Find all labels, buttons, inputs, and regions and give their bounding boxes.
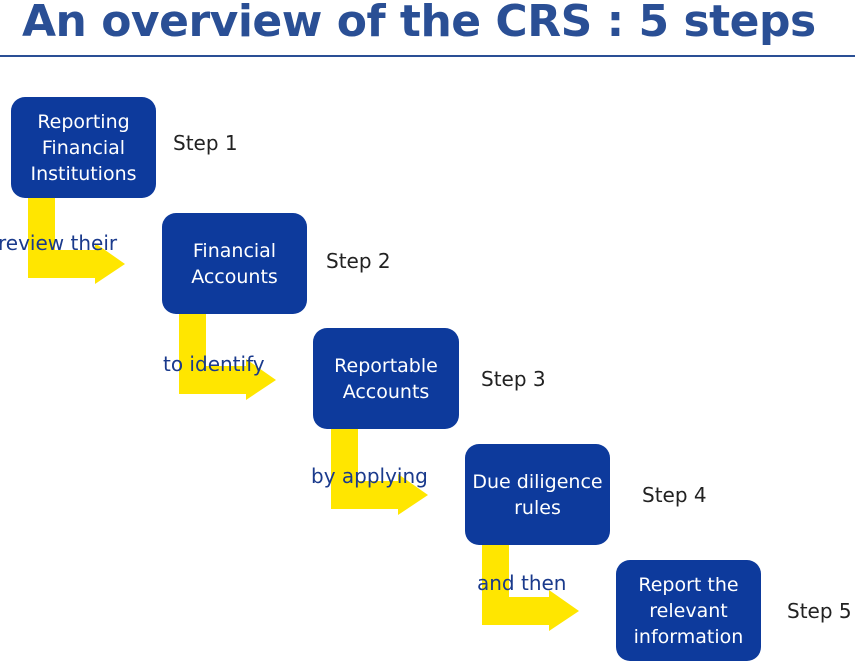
- connector-text-2: to identify: [163, 352, 265, 376]
- step-1-label: Step 1: [173, 131, 238, 155]
- connector-text-4: and then: [477, 571, 567, 595]
- step-1-box: Reporting Financial Institutions: [11, 97, 156, 198]
- step-4-box: Due diligence rules: [465, 444, 610, 545]
- step-3-box: Reportable Accounts: [313, 328, 459, 429]
- step-2-box: Financial Accounts: [162, 213, 307, 314]
- arrow-icon-3: [331, 429, 428, 515]
- connector-text-1: review their: [0, 231, 118, 255]
- step-2-label: Step 2: [326, 249, 391, 273]
- slide-title: An overview of the CRS : 5 steps: [22, 0, 816, 47]
- step-5-box: Report the relevant information: [616, 560, 761, 661]
- title-divider: [0, 55, 855, 57]
- arrow-icon-1: [28, 198, 125, 284]
- step-5-label: Step 5: [787, 599, 852, 623]
- arrow-icon-2: [179, 314, 276, 400]
- step-4-label: Step 4: [642, 483, 707, 507]
- step-3-label: Step 3: [481, 367, 546, 391]
- connector-text-3: by applying: [311, 464, 428, 488]
- arrow-icon-4: [482, 545, 579, 631]
